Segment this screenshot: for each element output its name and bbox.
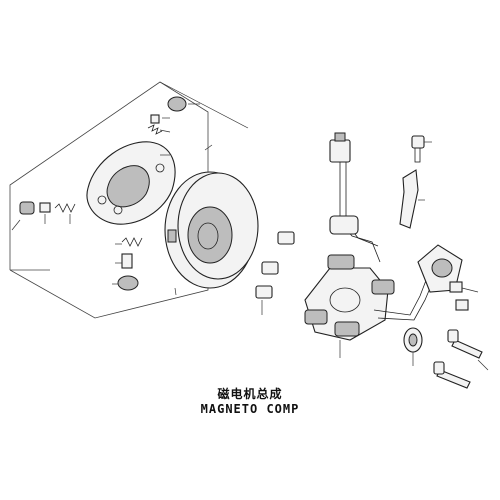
pulser-bracket [417,244,469,311]
stator-plate [86,141,176,225]
subassembly-frame [9,81,209,319]
diagram-title-english: MAGNETO COMP [200,402,300,416]
diagram-title-chinese: 磁电机总成 [217,387,283,401]
small-parts-left [19,201,76,215]
clamp-screw [411,135,425,163]
small-parts-top [147,96,187,135]
stator-coil [304,254,395,341]
small-parts-bottom [117,237,143,291]
bushing [403,327,423,353]
flywheel [164,171,259,289]
leader-lines [11,81,489,371]
wire-harness [329,132,437,321]
wire-clamp [399,169,419,229]
long-bolts [433,329,483,389]
bolts-flywheel [255,231,295,299]
